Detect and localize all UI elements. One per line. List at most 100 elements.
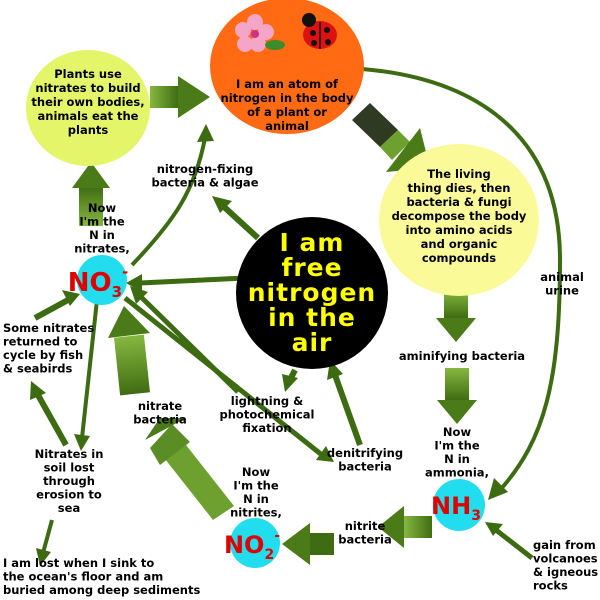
arrow-soil-to-some-nitrates (30, 381, 69, 447)
arrow-nitrite-to-nitrate-bacteria (145, 418, 234, 520)
arrow-ammonia-to-nitrite-bacteria (378, 506, 432, 548)
text-line: lightning & (231, 394, 303, 408)
text-line: & seabirds (3, 362, 73, 376)
text-line: fixation (242, 421, 291, 435)
arrow-nitrite-bacteria-to-nitrite (282, 523, 334, 565)
arrow-nitrogen-fixing-to-atom (130, 124, 214, 267)
arrow-nitrate-bacteria-to-nitrates (108, 306, 150, 396)
text-line: of a plant or (247, 105, 327, 119)
text-line: Now (88, 201, 117, 215)
text-line: compounds (422, 251, 496, 265)
text-line: thing dies, then (408, 181, 511, 195)
text-line: denitrifying (327, 446, 403, 460)
text-line: I'm the (233, 479, 278, 493)
text-line: I am an atom of (236, 77, 339, 91)
arrow-air-to-nitrogen-fixing (212, 196, 261, 241)
text-line: N in (444, 452, 470, 466)
text-line: free (281, 253, 342, 282)
text-line: buried among deep sediments (3, 583, 200, 597)
text-line: Some nitrates (3, 321, 94, 335)
text-line: N in (243, 492, 269, 506)
text-line: gain from (533, 538, 596, 552)
text-line: bacteria & fungi (406, 195, 511, 209)
flower-icon (235, 14, 285, 52)
nitrate-badge: NO3- (68, 255, 129, 305)
text-line: animal (265, 119, 309, 133)
arrow-some-nitrates-up (33, 290, 80, 321)
text-line: volcanoes (533, 552, 598, 566)
arrow-denitrifying-to-air (327, 360, 363, 447)
text-line: Plants use (54, 67, 122, 81)
arrow-nitrates-to-plants (72, 162, 110, 226)
text-line: sea (58, 501, 80, 515)
text-line: aminifying bacteria (399, 349, 525, 363)
text-line: nitrites, (230, 506, 282, 520)
text-line: nitrite (345, 519, 386, 533)
text-line: nitrates, (74, 242, 130, 256)
arrow-nitrates-to-soil (74, 299, 99, 451)
svg-text:NO2-: NO2- (224, 528, 280, 563)
text-line: air (292, 328, 333, 357)
text-line: returned to (3, 335, 78, 349)
text-line: urine (545, 284, 579, 298)
text-line: animal (540, 270, 584, 284)
text-line: rocks (533, 579, 568, 593)
text-line: plants (68, 123, 109, 137)
text-line: N in (89, 228, 115, 242)
text-line: erosion to (36, 488, 102, 502)
text-line: the ocean's floor and am (3, 570, 163, 584)
text-line: into amino acids (406, 223, 513, 237)
text-line: in the (268, 303, 356, 332)
arrow-atom-to-ammonia-urine (361, 67, 563, 500)
aminifying-label: aminifying bacteria (399, 349, 525, 363)
text-line: I am (280, 228, 345, 257)
text-line: bacteria (338, 460, 391, 474)
text-line: nitrogen-fixing (157, 162, 254, 176)
text-line: soil lost (44, 461, 95, 475)
text-line: Now (242, 465, 271, 479)
arrow-nitrates-to-denitrifying (123, 296, 334, 462)
text-line: Nitrates in (35, 447, 104, 461)
text-line: I'm the (434, 439, 479, 453)
text-line: nitrogen (248, 278, 376, 307)
text-line: bacteria & algae (151, 176, 258, 190)
nitrite-badge: NO2- (224, 518, 280, 568)
text-line: their own bodies, (31, 95, 144, 109)
arrow-soil-to-lost (36, 519, 54, 566)
text-line: Now (443, 425, 472, 439)
svg-text:NO3-: NO3- (68, 263, 129, 301)
text-line: nitrates to build (35, 81, 140, 95)
arrow-to-nitrates-from-air (126, 274, 246, 292)
text-line: through (43, 474, 95, 488)
arrow-volcanoes-to-ammonia (485, 522, 534, 560)
text-line: bacteria (338, 533, 391, 547)
text-line: photochemical (220, 408, 315, 422)
svg-text:NH3: NH3 (431, 492, 481, 524)
text-line: bacteria (133, 413, 186, 427)
arrow-aminifying-to-ammonia (437, 368, 477, 424)
arrow-plants-to-atom (150, 76, 210, 118)
text-line: I'm the (79, 215, 124, 229)
arrow-atom-to-dies (352, 103, 430, 172)
text-line: animals eat the (38, 109, 139, 123)
